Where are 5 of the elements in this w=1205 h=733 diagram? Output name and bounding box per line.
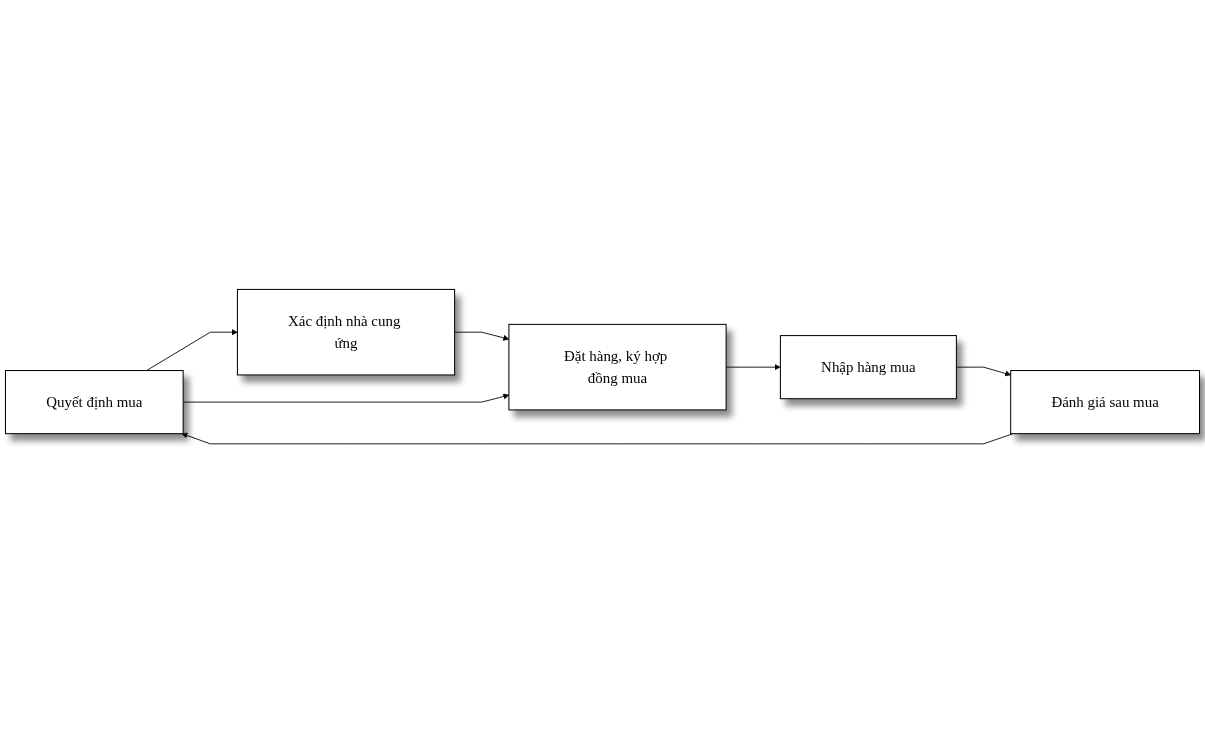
node-box: Đặt hàng, ký hợp đồng mua bbox=[508, 323, 727, 411]
node-box: Xác định nhà cung ứng bbox=[236, 288, 456, 376]
node-box: Đánh giá sau mua bbox=[1010, 369, 1201, 434]
node-box: Nhập hàng mua bbox=[779, 334, 957, 400]
node-box: Quyết định mua bbox=[4, 369, 184, 434]
